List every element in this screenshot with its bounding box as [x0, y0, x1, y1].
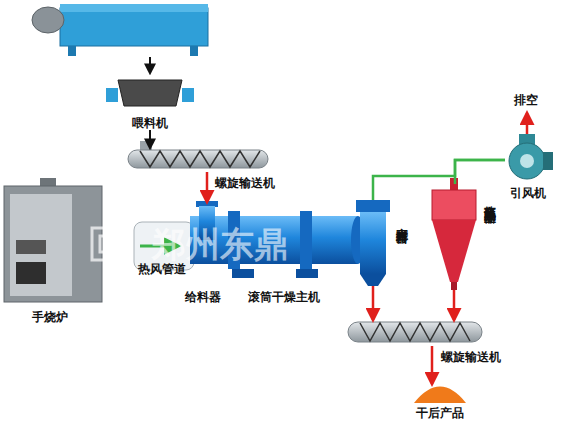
- drum-support: [296, 269, 318, 278]
- discharger-outlet: [360, 274, 386, 286]
- watermark-text: 郑州东鼎: [152, 222, 288, 268]
- cyclone-cone: [432, 220, 476, 282]
- furnace-body: [4, 186, 102, 302]
- crusher-leg: [68, 46, 76, 56]
- flow-connector: [373, 160, 505, 200]
- equipment-label: 喂料机: [80, 116, 220, 130]
- equipment-node: 密封排料器: [355, 200, 391, 286]
- equipment-node: 引风机: [505, 140, 551, 184]
- equipment-node: 喂料机: [100, 76, 200, 130]
- exhaust-arrow: [526, 113, 529, 134]
- crusher-top: [60, 4, 208, 12]
- equipment-label: 给料器: [185, 290, 221, 304]
- watermark-logo: [92, 228, 128, 260]
- crusher-leg: [190, 46, 198, 56]
- screw-tube: [348, 322, 482, 342]
- fan-motor: [543, 152, 553, 170]
- fan-hub: [520, 154, 534, 168]
- cyclone-outlet: [451, 282, 457, 290]
- equipment-node: 螺旋输送机: [345, 320, 485, 346]
- equipment-label: 干后产品: [390, 406, 490, 420]
- flow-arrow: [149, 57, 151, 73]
- feeder-hopper: [118, 80, 182, 106]
- flow-connector: [453, 290, 456, 320]
- screw-spiral: [360, 323, 470, 341]
- equipment-label: 密封排料器: [395, 218, 409, 223]
- furnace-door: [16, 262, 46, 284]
- cyclone-pipe: [450, 178, 458, 190]
- screw-tube: [128, 150, 268, 168]
- flow-connector: [372, 286, 375, 320]
- equipment-label: 手烧炉: [32, 310, 68, 324]
- fan-housing: [509, 143, 545, 179]
- flow-connector: [206, 172, 209, 202]
- equipment-label: 螺旋输送机: [215, 176, 275, 190]
- crusher-body: [60, 8, 208, 46]
- watermark-logo: [100, 236, 120, 252]
- exhaust-label: 排空: [514, 92, 538, 109]
- equipment-label: 螺旋输送机: [441, 350, 501, 364]
- furnace-front: [10, 194, 72, 296]
- flow-connector: [431, 346, 434, 384]
- equipment-label: 滚筒干燥主机: [248, 290, 320, 304]
- equipment-node: 螺旋输送机: [125, 148, 270, 172]
- equipment-node: 手烧炉: [0, 182, 108, 306]
- crusher-motor: [32, 7, 64, 33]
- equipment-label: 引风机: [485, 186, 569, 200]
- furnace-door: [16, 240, 46, 254]
- drum-ring: [300, 211, 312, 269]
- flow-connector: [455, 160, 505, 184]
- screw-spiral: [140, 151, 260, 167]
- feeder-side: [182, 88, 194, 102]
- equipment-label: 热风管道: [112, 262, 212, 276]
- product-pile: [414, 387, 466, 404]
- discharger-top: [356, 200, 390, 212]
- equipment-node: 高效旋风除尘器: [428, 184, 480, 290]
- equipment-label: 高效旋风除尘器: [483, 196, 497, 203]
- discharger-body: [360, 212, 386, 274]
- feeder-side: [106, 88, 118, 102]
- flow-connector: [149, 130, 151, 148]
- drum-support: [232, 269, 254, 278]
- cyclone-barrel: [432, 190, 476, 220]
- equipment-node: 干后产品: [410, 384, 470, 420]
